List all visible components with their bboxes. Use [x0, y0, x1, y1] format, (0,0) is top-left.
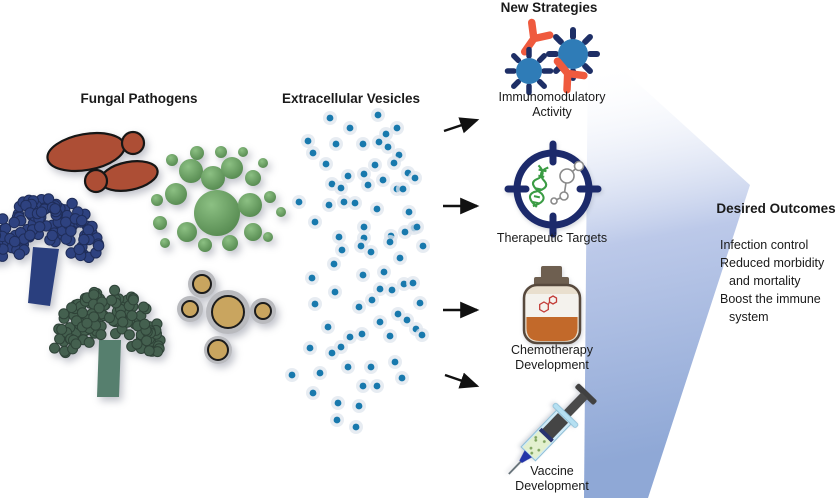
flow-arrows: [443, 117, 480, 389]
cryptococcus-capsule: [177, 270, 276, 364]
antibody-icon: [553, 57, 588, 94]
vesicle-dots: [285, 108, 430, 434]
needle: [508, 461, 522, 475]
fungal-pathogens-title: Fungal Pathogens: [80, 91, 198, 106]
yeast-cluster-green: [151, 146, 286, 252]
virus-icon: [504, 46, 554, 96]
syringe-icon: [508, 383, 597, 475]
flow-arrow: [444, 372, 480, 389]
target-crosshair-icon: [504, 140, 602, 238]
strategy-label-therapeutic-targets: Therapeutic Targets: [496, 231, 608, 245]
new-strategies-title: New Strategies: [500, 0, 598, 15]
desired-outcomes-title: Desired Outcomes: [716, 201, 836, 216]
strategy-label-immunomodulatory-activity: Immunomodulatory Activity: [498, 90, 606, 119]
desired-outcomes-list: Infection control Reduced morbidity and …: [720, 236, 836, 326]
virus-antibody-icon: [504, 18, 600, 96]
strategy-label-vaccine-development: Vaccine Development: [515, 464, 589, 493]
medicine-bottle-icon: [522, 266, 582, 345]
outcome-item: Boost the immune system: [720, 292, 821, 324]
strategy-label-chemotherapy-development: Chemotherapy Development: [511, 343, 593, 372]
outcome-item: Reduced morbidity and mortality: [720, 256, 825, 288]
extracellular-vesicles-title: Extracellular Vesicles: [281, 91, 421, 106]
aspergillus-blue: [0, 193, 105, 306]
flow-arrow: [443, 117, 480, 134]
budding-yeast: [46, 130, 159, 194]
molecule-icon: [550, 160, 585, 205]
outcome-item: Infection control: [720, 238, 809, 252]
dna-icon: [528, 164, 549, 208]
label-molecule-icon: [539, 295, 558, 313]
antibody-icon: [520, 18, 554, 56]
outcome-beam-shape: [584, 38, 750, 498]
aspergillus-green: [49, 284, 166, 397]
